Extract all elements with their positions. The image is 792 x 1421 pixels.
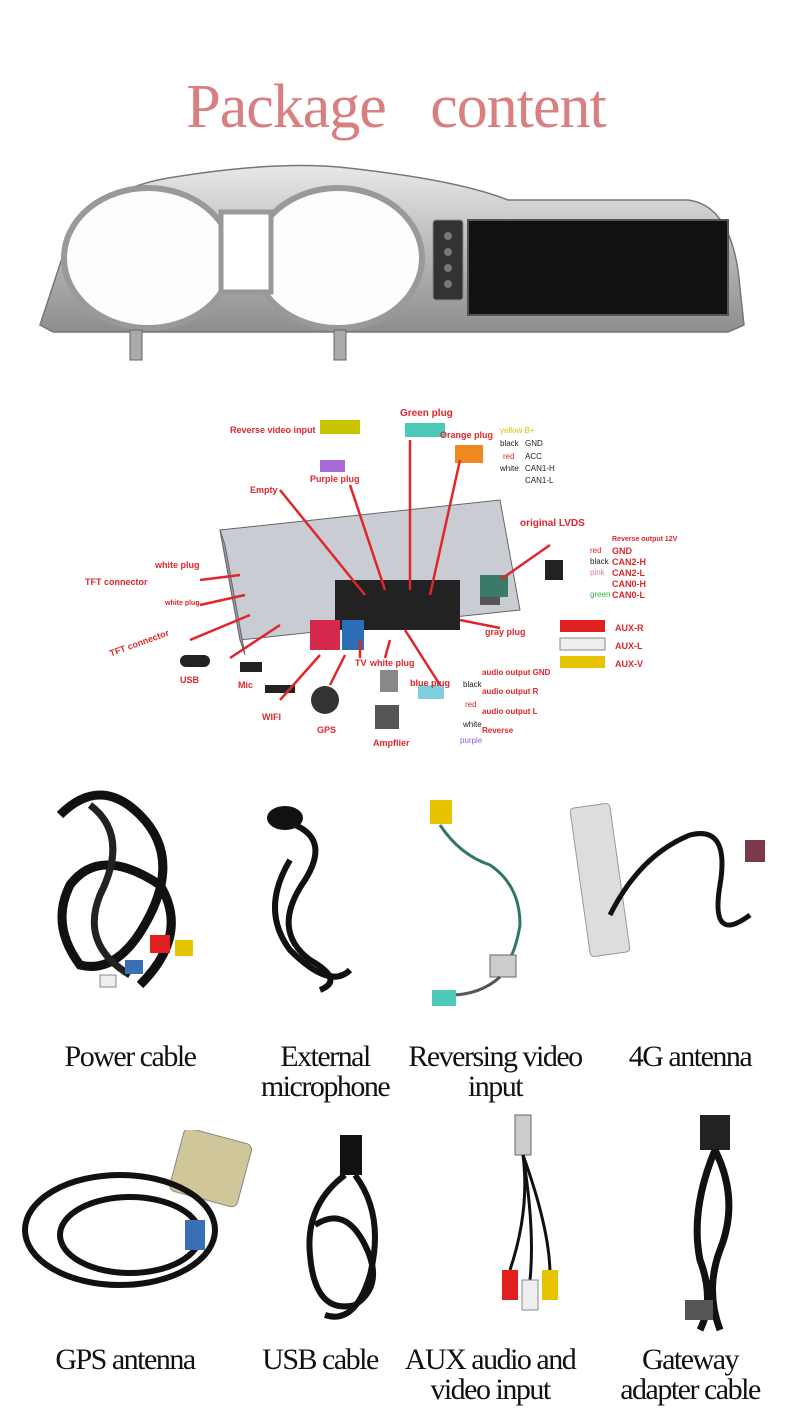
caption-line: GPS antenna [55, 1343, 196, 1376]
label-gnd: GND [612, 546, 632, 556]
wiring-diagram-graphic [180, 420, 606, 729]
caption-line: input [467, 1070, 524, 1103]
wire-green: green [590, 590, 611, 599]
wire-black-2: black [590, 557, 609, 566]
label-can2l: CAN2-L [612, 568, 645, 578]
label-can2h: CAN2-H [612, 557, 647, 567]
wire-can1h: CAN1-H [525, 464, 555, 473]
label-audio-l: audio output L [482, 707, 538, 716]
wire-acc: ACC [525, 452, 542, 461]
label-white-plug-bottom: white plug [370, 658, 415, 668]
label-white-plug-top: white plug [155, 560, 200, 570]
caption-line: Power cable [64, 1040, 197, 1073]
wire-white: white [500, 464, 519, 473]
label-aux-r: AUX-R [615, 623, 644, 633]
wire-white-3: white [463, 720, 482, 729]
label-orange-plug: Orange plug [440, 430, 494, 440]
label-tv: TV [355, 658, 367, 668]
wire-gnd: GND [525, 439, 543, 448]
dashboard-panel-image [39, 164, 745, 361]
reversing-video-cable-image [430, 800, 522, 1006]
caption-gps-antenna: GPS antenna [20, 1345, 230, 1375]
wiring-diagram: Reverse video input Green plug Orange pl… [80, 400, 700, 760]
caption-line: External [280, 1040, 371, 1073]
label-audio-r: audio output R [482, 687, 539, 696]
label-aux-v: AUX-V [615, 659, 644, 669]
caption-line: Gateway [641, 1343, 740, 1376]
label-usb: USB [180, 675, 200, 685]
caption-power-cable: Power cable [30, 1042, 230, 1072]
label-empty: Empty [250, 485, 278, 495]
wire-black-3: black [463, 680, 482, 689]
caption-line: video input [430, 1373, 551, 1406]
wire-red: red [503, 452, 515, 461]
label-original-lvds: original LVDS [520, 518, 585, 529]
wire-red-2: red [590, 546, 602, 555]
caption-line: USB cable [262, 1343, 379, 1376]
caption-line: microphone [260, 1070, 391, 1103]
page-title: Package content [186, 73, 607, 141]
aux-cable-image [502, 1114, 558, 1311]
usb-cable-image [306, 1135, 378, 1320]
4g-antenna-image [570, 802, 765, 958]
label-aux-l: AUX-L [615, 641, 643, 651]
label-tft-connector-1: TFT connector [85, 577, 148, 587]
label-can0l: CAN0-L [612, 590, 645, 600]
wire-purple: purple [460, 736, 483, 745]
wire-red-3: red [465, 700, 477, 709]
wire-yellow: yellow B+ [500, 426, 535, 435]
caption-line: 4G antenna [628, 1040, 753, 1073]
gateway-adapter-image [685, 1115, 733, 1332]
label-reverse-output: Reverse output 12V [612, 536, 678, 543]
label-reverse: Reverse [482, 726, 514, 735]
label-wifi: WIFI [262, 712, 281, 722]
label-purple-plug: Purple plug [310, 474, 360, 484]
label-blue-plug: blue plug [410, 678, 450, 688]
label-green-plug: Green plug [400, 408, 453, 419]
gps-antenna-image [22, 1130, 253, 1288]
wire-can1l: CAN1-L [525, 476, 554, 485]
label-mic: Mic [238, 680, 254, 690]
label-reverse-video-input: Reverse video input [230, 425, 316, 435]
caption-line: adapter cable [620, 1373, 761, 1406]
caption-4g-antenna: 4G antenna [595, 1042, 785, 1072]
caption-usb-cable: USB cable [245, 1345, 395, 1375]
caption-line: AUX audio and [404, 1343, 577, 1376]
label-gps: GPS [317, 725, 337, 735]
label-can0h: CAN0-H [612, 579, 647, 589]
label-audio-gnd: audio output GND [482, 668, 551, 677]
label-gray-plug: gray plug [485, 627, 526, 637]
caption-line: Reversing video [408, 1040, 583, 1073]
power-cable-image [56, 790, 193, 989]
microphone-image [267, 806, 353, 993]
label-ampflier: Ampflier [373, 738, 410, 748]
wire-pink: pink [590, 568, 605, 577]
wire-black: black [500, 439, 519, 448]
label-white-plug-small: white plug [165, 600, 200, 607]
